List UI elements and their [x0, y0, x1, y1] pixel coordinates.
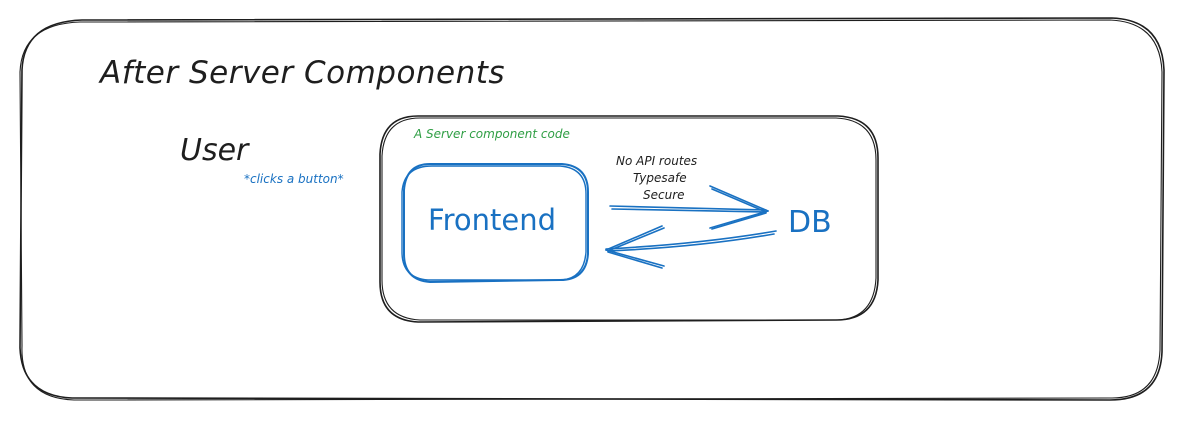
server-component-box	[379, 115, 879, 323]
arrow-frontend-to-db	[609, 185, 769, 230]
frontend-box	[401, 163, 589, 284]
outer-container	[19, 17, 1165, 401]
diagram-title: After Server Components	[100, 55, 506, 91]
frontend-label: Frontend	[428, 203, 556, 237]
user-label: User	[180, 133, 249, 168]
connection-note: Typesafe	[633, 171, 687, 185]
user-action-note: *clicks a button*	[244, 172, 344, 186]
database-label: DB	[788, 205, 832, 240]
connection-note: Secure	[643, 188, 685, 202]
server-component-label: A Server component code	[414, 127, 570, 141]
connection-note: No API routes	[616, 154, 698, 168]
arrow-db-to-frontend	[605, 225, 777, 269]
